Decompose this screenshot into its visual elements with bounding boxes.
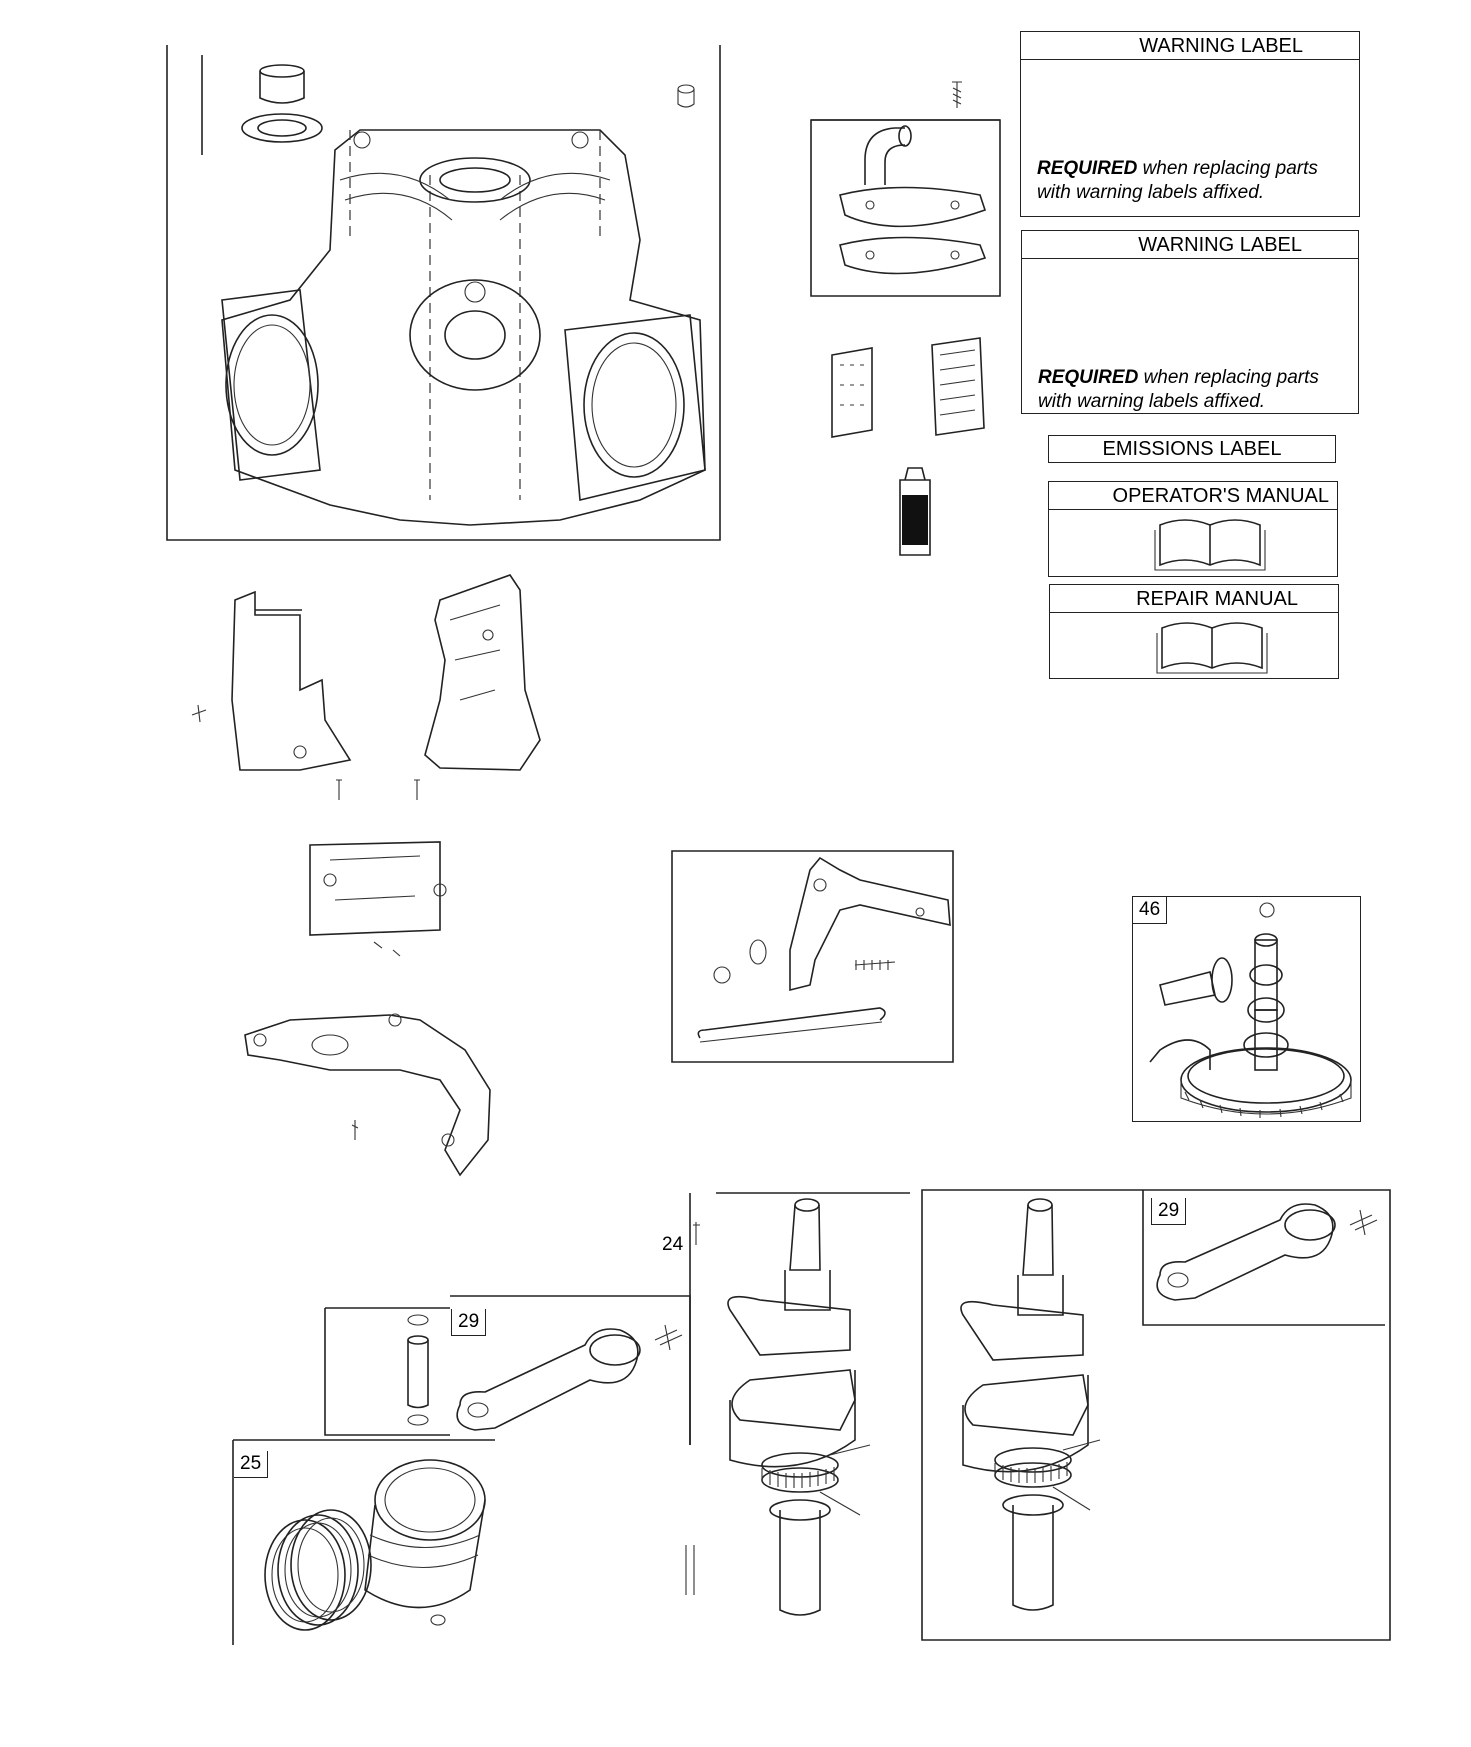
operators-manual-title: OPERATOR'S MANUAL <box>1049 482 1337 510</box>
required-line-2: with warning labels affixed. <box>1037 182 1265 203</box>
open-book-icon <box>1154 519 1266 571</box>
callout-piston: 25 <box>234 1451 269 1478</box>
callout-conn-rod-left: 29 <box>451 1309 487 1336</box>
required-line-1: when replacing parts <box>1142 158 1318 179</box>
camshaft-drawing <box>1149 902 1352 1118</box>
cylinder-baffles <box>191 574 541 1177</box>
warning-label-box-2: WARNING LABEL REQUIRED when replacing pa… <box>1021 230 1359 414</box>
warning-label-title: WARNING LABEL <box>1022 231 1358 259</box>
callout-conn-rod-right: 29 <box>1151 1198 1187 1225</box>
emissions-label-box: EMISSIONS LABEL <box>1048 435 1336 463</box>
piston-drawing <box>232 1439 495 1645</box>
repair-manual-title: REPAIR MANUAL <box>1050 585 1338 613</box>
required-note: REQUIRED when replacing parts with warni… <box>1037 157 1318 205</box>
crankshaft-right-drawing <box>921 1189 1391 1641</box>
open-book-icon <box>1156 622 1268 674</box>
connecting-rod-left-drawing <box>324 1295 691 1445</box>
callout-camshaft: 46 <box>1133 897 1168 924</box>
filter-elements <box>831 337 985 556</box>
required-word: REQUIRED <box>1037 158 1138 179</box>
required-line-2: with warning labels affixed. <box>1038 391 1266 412</box>
callout-pin: 24 <box>662 1234 684 1255</box>
operators-manual-box: OPERATOR'S MANUAL <box>1048 481 1338 577</box>
cylinder-block-group <box>166 45 721 541</box>
required-line-1: when replacing parts <box>1143 367 1319 388</box>
crankshaft-left-drawing <box>685 1192 910 1616</box>
governor-linkage-group <box>671 850 954 1063</box>
warning-label-box-1: WARNING LABEL WARNING REQUIRED when repl… <box>1020 31 1360 217</box>
required-note: REQUIRED when replacing parts with warni… <box>1038 366 1319 414</box>
repair-manual-box: REPAIR MANUAL <box>1049 584 1339 679</box>
required-word: REQUIRED <box>1038 367 1139 388</box>
warning-label-title: WARNING LABEL <box>1021 32 1359 60</box>
decal-heading: WARNING <box>1164 69 1214 80</box>
breather-group <box>810 81 1001 297</box>
camshaft-frame: 46 <box>1132 896 1361 1122</box>
